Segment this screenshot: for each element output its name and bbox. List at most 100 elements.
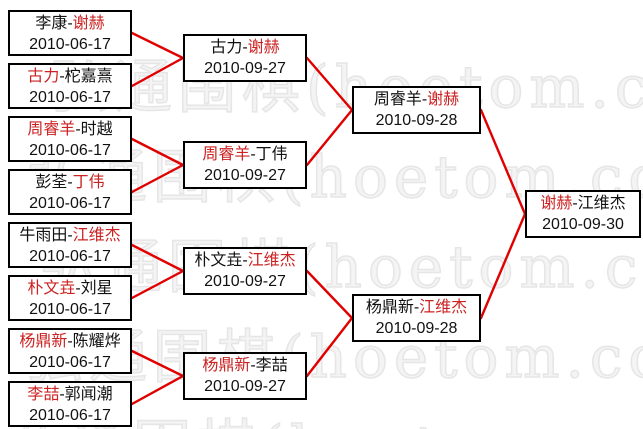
match-players: 周睿羊-丁伟: [185, 144, 305, 165]
match-players: 彭荃-丁伟: [10, 172, 130, 193]
player-name: 杨鼎新: [365, 299, 414, 316]
player-name: 陈耀烨: [72, 333, 121, 350]
separator: -: [242, 252, 248, 269]
match-date: 2010-09-27: [204, 378, 286, 395]
match-date: 2010-09-27: [204, 60, 286, 77]
player-name: 周睿羊: [202, 146, 251, 163]
connector-line: [479, 212, 527, 320]
player-name: 谢赫: [72, 15, 105, 32]
player-name: 古力: [27, 68, 60, 85]
match-players: 李喆-郭闻潮: [10, 384, 130, 405]
separator: -: [242, 39, 248, 56]
connector-line: [130, 374, 185, 406]
player-name: 杨鼎新: [202, 357, 251, 374]
match-box-round1-8: 李喆-郭闻潮 2010-06-17: [8, 381, 132, 427]
match-date: 2010-06-17: [29, 354, 111, 371]
separator: -: [75, 280, 81, 297]
match-box-round1-2: 古力-柁嘉熹 2010-06-17: [8, 63, 132, 109]
player-name: 彭荃: [35, 174, 68, 191]
separator: -: [59, 68, 65, 85]
match-box-round2-1: 古力-谢赫 2010-09-27: [183, 34, 307, 82]
separator: -: [250, 357, 256, 374]
match-box-round1-5: 牛雨田-江维杰 2010-06-17: [8, 222, 132, 268]
connector-line: [130, 31, 185, 60]
separator: -: [421, 91, 428, 108]
separator: -: [67, 15, 73, 32]
separator: -: [413, 299, 420, 316]
match-players: 朴文垚-刘星: [10, 278, 130, 299]
player-name: 李康: [35, 15, 68, 32]
separator: -: [67, 174, 73, 191]
match-date: 2010-06-17: [29, 142, 111, 159]
match-box-round1-6: 朴文垚-刘星 2010-06-17: [8, 275, 132, 321]
connector-line: [130, 269, 185, 300]
match-date: 2010-06-17: [29, 89, 111, 106]
player-name: 柁嘉熹: [64, 68, 113, 85]
match-players: 古力-谢赫: [185, 37, 305, 58]
match-players: 谢赫-江维杰: [527, 193, 639, 214]
match-date: 2010-09-30: [542, 216, 624, 233]
separator: -: [67, 227, 73, 244]
separator: -: [59, 386, 65, 403]
match-box-final: 谢赫-江维杰 2010-09-30: [525, 190, 641, 238]
match-box-round2-4: 杨鼎新-李喆 2010-09-27: [183, 352, 307, 400]
separator: -: [75, 121, 81, 138]
player-name: 江维杰: [577, 195, 626, 212]
player-name: 谢赫: [247, 39, 280, 56]
connector-line: [130, 56, 185, 88]
match-box-semifinal-2: 杨鼎新-江维杰 2010-09-28: [352, 294, 481, 342]
connector-line: [130, 137, 185, 167]
player-name: 丁伟: [255, 146, 288, 163]
player-name: 朴文垚: [27, 280, 76, 297]
separator: -: [572, 195, 578, 212]
match-box-semifinal-1: 周睿羊-谢赫 2010-09-28: [352, 86, 481, 134]
player-name: 江维杰: [72, 227, 121, 244]
player-name: 古力: [210, 39, 243, 56]
match-date: 2010-09-28: [375, 320, 458, 337]
connector-line: [305, 108, 354, 167]
separator: -: [250, 146, 256, 163]
match-date: 2010-06-17: [29, 301, 111, 318]
player-name: 牛雨田: [19, 227, 68, 244]
match-players: 杨鼎新-江维杰: [354, 297, 479, 318]
player-name: 丁伟: [72, 174, 105, 191]
player-name: 杨鼎新: [19, 333, 68, 350]
match-box-round2-3: 朴文垚-江维杰 2010-09-27: [183, 247, 307, 295]
connector-line: [305, 269, 354, 320]
match-date: 2010-06-17: [29, 407, 111, 424]
match-date: 2010-09-27: [204, 167, 286, 184]
match-players: 朴文垚-江维杰: [185, 250, 305, 271]
match-date: 2010-06-17: [29, 248, 111, 265]
separator: -: [67, 333, 73, 350]
match-box-round1-7: 杨鼎新-陈耀烨 2010-06-17: [8, 328, 132, 374]
player-name: 江维杰: [247, 252, 296, 269]
match-box-round1-1: 李康-谢赫 2010-06-17: [8, 10, 132, 56]
match-date: 2010-09-27: [204, 273, 286, 290]
player-name: 郭闻潮: [64, 386, 113, 403]
player-name: 李喆: [255, 357, 288, 374]
player-name: 谢赫: [540, 195, 573, 212]
match-players: 周睿羊-时越: [10, 119, 130, 140]
player-name: 李喆: [27, 386, 60, 403]
match-box-round2-2: 周睿羊-丁伟 2010-09-27: [183, 141, 307, 189]
connector-line: [479, 108, 527, 216]
match-players: 杨鼎新-陈耀烨: [10, 331, 130, 352]
match-players: 杨鼎新-李喆: [185, 355, 305, 376]
player-name: 谢赫: [427, 91, 460, 108]
match-date: 2010-06-17: [29, 195, 111, 212]
match-players: 古力-柁嘉熹: [10, 66, 130, 87]
connector-line: [305, 316, 354, 378]
watermark-text: 弘通围棋(hoetom.com): [49, 52, 643, 122]
player-name: 时越: [80, 121, 113, 138]
connector-line: [130, 163, 185, 194]
connector-line: [130, 349, 185, 378]
match-players: 李康-谢赫: [10, 13, 130, 34]
connector-line: [130, 243, 185, 273]
match-box-round1-4: 彭荃-丁伟 2010-06-17: [8, 169, 132, 215]
connector-line: [305, 56, 354, 112]
player-name: 刘星: [80, 280, 113, 297]
match-box-round1-3: 周睿羊-时越 2010-06-17: [8, 116, 132, 162]
player-name: 周睿羊: [373, 91, 422, 108]
match-players: 周睿羊-谢赫: [354, 89, 479, 110]
